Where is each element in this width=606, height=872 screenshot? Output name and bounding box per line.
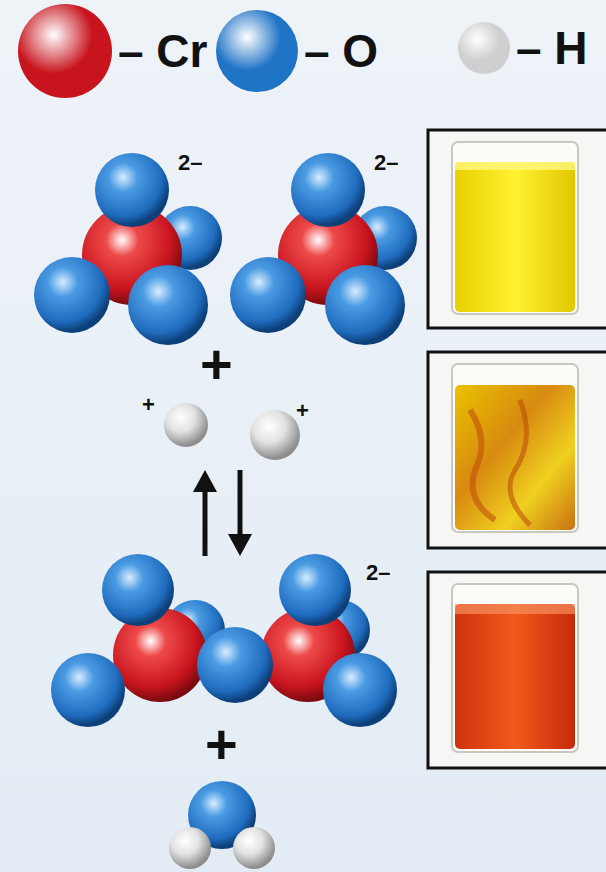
plus-sign: + <box>205 716 238 772</box>
dichromate-ion <box>51 554 397 727</box>
legend-text: – H <box>516 25 588 71</box>
charge-label: + <box>142 394 155 416</box>
legend-swatch <box>18 4 112 98</box>
charge-label: 2– <box>366 562 390 584</box>
legend-swatch <box>458 22 510 74</box>
water-molecule <box>169 781 275 869</box>
legend-swatch <box>216 10 298 92</box>
chromate-ion <box>34 153 222 345</box>
charge-label: + <box>296 400 309 422</box>
charge-label: 2– <box>374 152 398 174</box>
charge-label: 2– <box>178 152 202 174</box>
chromate-ion <box>230 153 417 345</box>
plus-sign: + <box>200 336 233 392</box>
beaker-photos <box>428 130 606 768</box>
legend-text: – O <box>304 28 378 74</box>
equilibrium-arrows <box>193 470 252 556</box>
hydrogen-ion <box>164 403 300 460</box>
legend-text: – Cr <box>118 28 207 74</box>
